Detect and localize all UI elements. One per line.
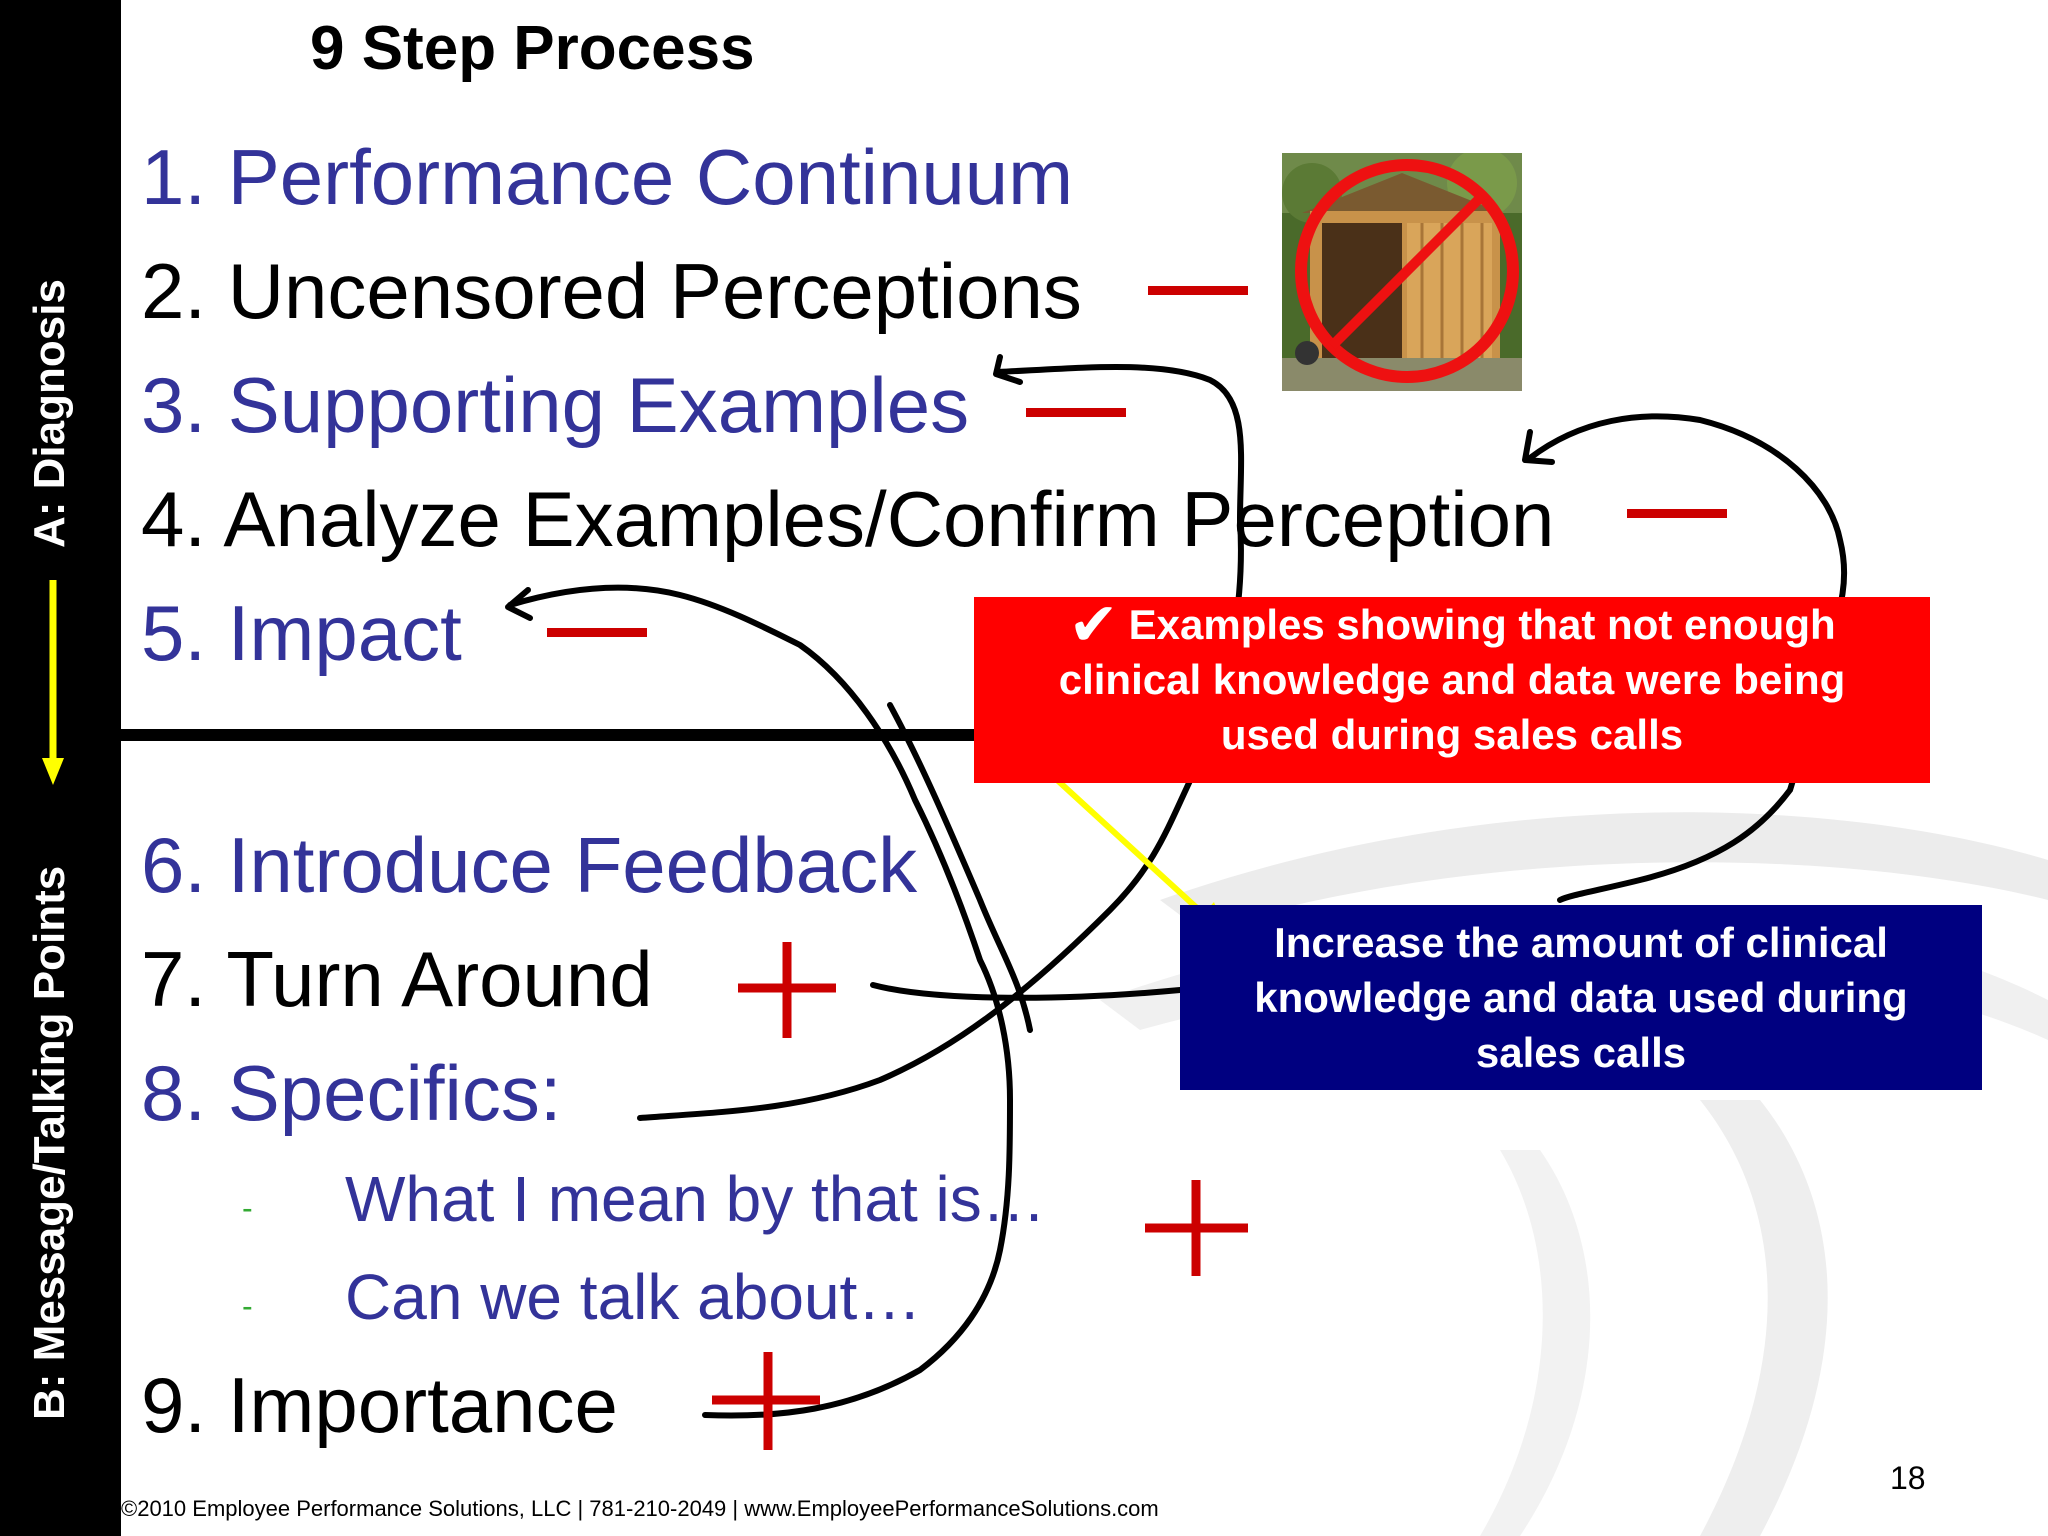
callout-blue-line-1: Increase the amount of clinical: [1274, 919, 1888, 966]
slide-title: 9 Step Process: [310, 14, 755, 83]
checkmark-icon: ✔: [1068, 591, 1119, 658]
step-5: 5. Impact: [141, 589, 462, 677]
section-b-label: B: Message/Talking Points: [25, 865, 74, 1420]
step-9: 9. Importance: [141, 1361, 618, 1449]
callout-blue-line-3: sales calls: [1475, 1029, 1687, 1076]
sub-bullet: -: [242, 1190, 253, 1226]
sub-bullet: -: [242, 1288, 253, 1324]
callout-red: ✔Examples showing that not enough clinic…: [974, 595, 1930, 783]
sidebar: A: Diagnosis B: Message/Talking Points: [0, 0, 121, 1536]
callout-red-line-3: used during sales calls: [1220, 711, 1684, 758]
step-6: 6. Introduce Feedback: [141, 821, 918, 909]
step-3: 3. Supporting Examples: [141, 361, 970, 449]
step-4: 4. Analyze Examples/Confirm Perception: [141, 475, 1555, 563]
step-1: 1. Performance Continuum: [141, 133, 1074, 221]
shed-prohibited-icon: [1282, 153, 1522, 391]
section-divider: [121, 729, 1001, 741]
down-arrow-icon: [42, 580, 64, 785]
callout-red-line-1: Examples showing that not enough: [1128, 601, 1836, 648]
step-7: 7. Turn Around: [141, 935, 653, 1023]
footer-copyright: ©2010 Employee Performance Solutions, LL…: [121, 1496, 1159, 1521]
callout-blue: Increase the amount of clinical knowledg…: [1180, 905, 1982, 1090]
sub-point-1: What I mean by that is…: [345, 1163, 1046, 1235]
section-a-label: A: Diagnosis: [25, 279, 74, 548]
step-8: 8. Specifics:: [141, 1049, 562, 1137]
callout-blue-line-2: knowledge and data used during: [1254, 974, 1908, 1021]
callout-red-line-2: clinical knowledge and data were being: [1058, 656, 1846, 703]
page-number: 18: [1890, 1460, 1926, 1496]
step-2: 2. Uncensored Perceptions: [141, 247, 1082, 335]
sub-point-2: Can we talk about…: [345, 1261, 922, 1333]
